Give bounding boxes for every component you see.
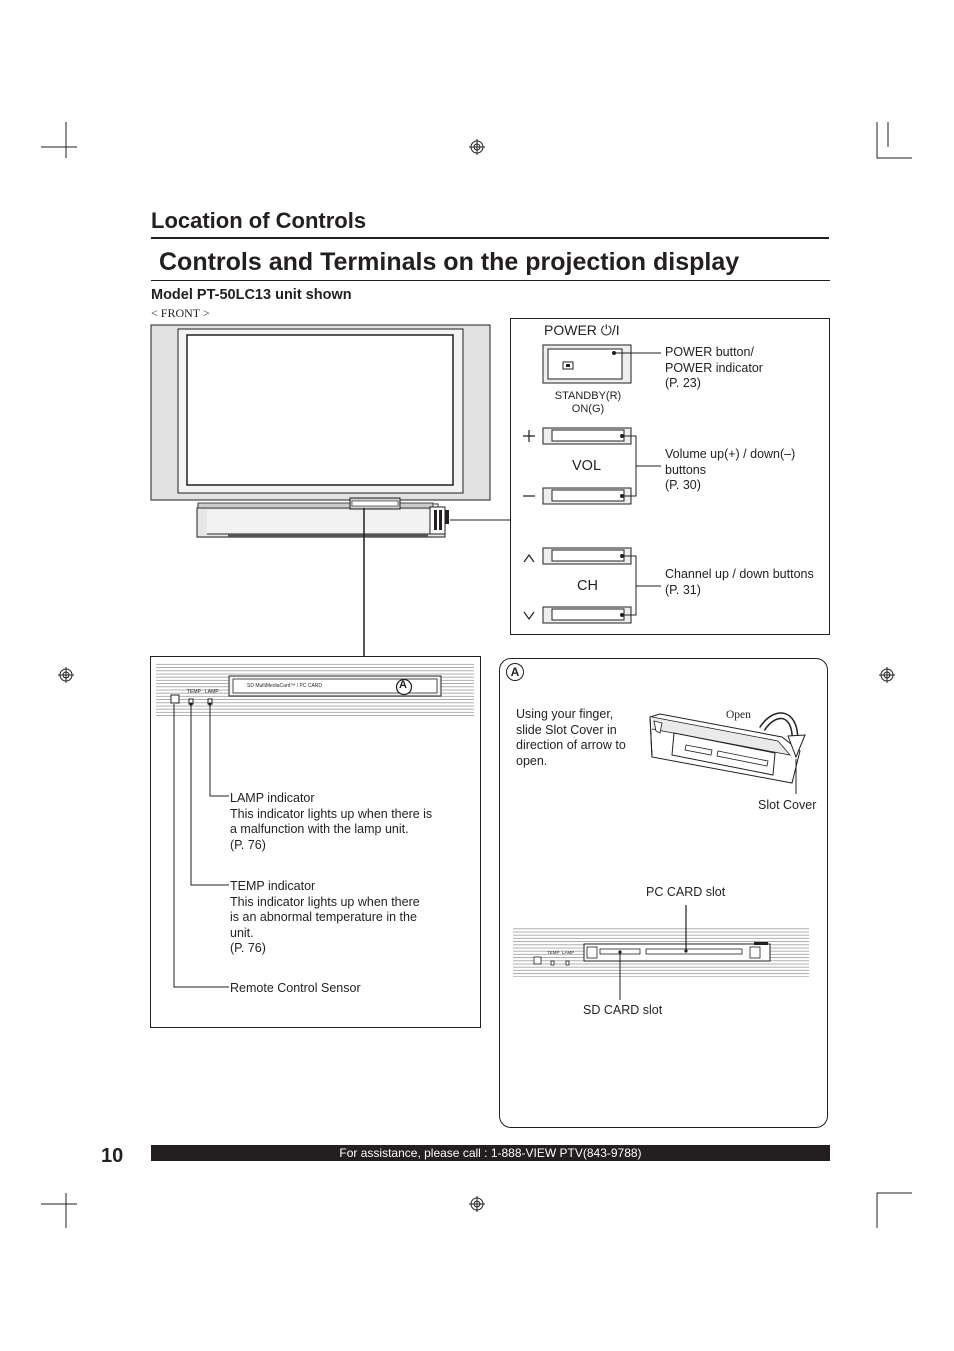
temp-desc-line-4: (P. 76) <box>230 941 266 955</box>
temp-desc-line-1: This indicator lights up when there <box>230 894 420 909</box>
standby-label: STANDBY(R) ON(G) <box>553 390 623 416</box>
vol-description: Volume up(+) / down(–) buttons (P. 30) <box>665 447 795 494</box>
temp-indicator-description: TEMP indicator This indicator lights up … <box>230 879 420 957</box>
slot-temp-tiny-label: TEMP <box>547 950 560 955</box>
power-desc-line-1: POWER button/ <box>665 345 754 359</box>
registration-mark-left <box>58 667 74 683</box>
instructions-line-2: slide Slot Cover in <box>516 722 617 737</box>
vol-desc-line-1: Volume up(+) / down(–) <box>665 447 796 461</box>
slot-cover-drawing <box>513 712 809 1000</box>
slot-lamp-tiny-label: LAMP <box>562 950 575 955</box>
ch-label: CH <box>577 578 598 594</box>
slot-cover-instructions: Using your finger, slide Slot Cover in d… <box>516 707 626 769</box>
registration-mark-bottom <box>469 1196 485 1212</box>
instructions-line-4: open. <box>516 753 548 768</box>
section-divider <box>151 237 829 239</box>
vol-desc-line-3: (P. 30) <box>665 478 701 492</box>
slot-cover-label: Slot Cover <box>758 798 817 812</box>
pc-card-slot-label: PC CARD slot <box>646 885 726 899</box>
assistance-footer: For assistance, please call : 1-888-VIEW… <box>151 1145 830 1161</box>
vol-label: VOL <box>572 458 602 474</box>
front-label: < FRONT > <box>151 306 210 320</box>
power-label: POWER ⏻/I <box>544 322 620 339</box>
power-description: POWER button/ POWER indicator (P. 23) <box>665 345 763 392</box>
heading-divider <box>151 280 830 281</box>
projection-display-illustration <box>150 324 510 657</box>
ch-desc-line-2: (P. 31) <box>665 582 701 597</box>
remote-sensor-label: Remote Control Sensor <box>230 981 361 995</box>
page-number: 10 <box>101 1145 124 1167</box>
lamp-desc-line-1: This indicator lights up when there is <box>230 806 433 821</box>
lamp-desc-line-3: (P. 76) <box>230 837 266 852</box>
power-desc-line-2: POWER indicator <box>665 360 763 375</box>
instructions-line-3: direction of arrow to <box>516 738 626 752</box>
card-tiny-label: SD MultiMediaCard™ / PC CARD <box>247 683 323 689</box>
temp-tiny-label: TEMP <box>187 689 201 695</box>
power-label-text: POWER <box>544 322 597 338</box>
marker-a-small: A <box>399 679 407 691</box>
instructions-line-1: Using your finger, <box>516 707 614 721</box>
lamp-desc-line-2: a malfunction with the lamp unit. <box>230 822 409 836</box>
temp-indicator-title: TEMP indicator <box>230 879 316 893</box>
sd-card-slot-label: SD CARD slot <box>583 1003 663 1017</box>
standby-label-line-2: ON(G) <box>571 403 605 415</box>
model-note: Model PT-50LC13 unit shown <box>151 287 352 303</box>
indicator-panel-drawing <box>156 662 474 988</box>
temp-desc-line-3: unit. <box>230 925 254 940</box>
power-desc-line-3: (P. 23) <box>665 376 701 390</box>
ch-desc-line-1: Channel up / down buttons <box>665 567 814 581</box>
standby-label-line-1: STANDBY(R) <box>554 390 622 402</box>
marker-a: A <box>506 663 524 681</box>
lamp-tiny-label: LAMP <box>205 689 219 695</box>
open-label: Open <box>726 709 751 721</box>
lamp-indicator-description: LAMP indicator This indicator lights up … <box>230 791 432 853</box>
side-controls-panel: POWER ⏻/I STANDBY(R) ON(G) VOL CH <box>510 318 830 635</box>
temp-desc-line-2: is an abnormal temperature in the <box>230 910 417 924</box>
registration-mark-right <box>879 667 895 683</box>
vol-desc-line-2: buttons <box>665 462 707 477</box>
card-slot-panel: A Using your finger, slide Slot Cover in… <box>499 658 828 1128</box>
lamp-indicator-title: LAMP indicator <box>230 791 315 805</box>
ch-description: Channel up / down buttons (P. 31) <box>665 567 814 598</box>
controls-panel-drawing <box>523 344 661 624</box>
section-title: Location of Controls <box>151 208 367 233</box>
front-indicator-panel: TEMP LAMP SD MultiMediaCard™ / PC CARD A… <box>150 656 481 1028</box>
power-symbol-icon: ⏻/I <box>600 322 620 338</box>
registration-mark-top <box>469 139 485 155</box>
page-heading: Controls and Terminals on the projection… <box>159 248 740 276</box>
